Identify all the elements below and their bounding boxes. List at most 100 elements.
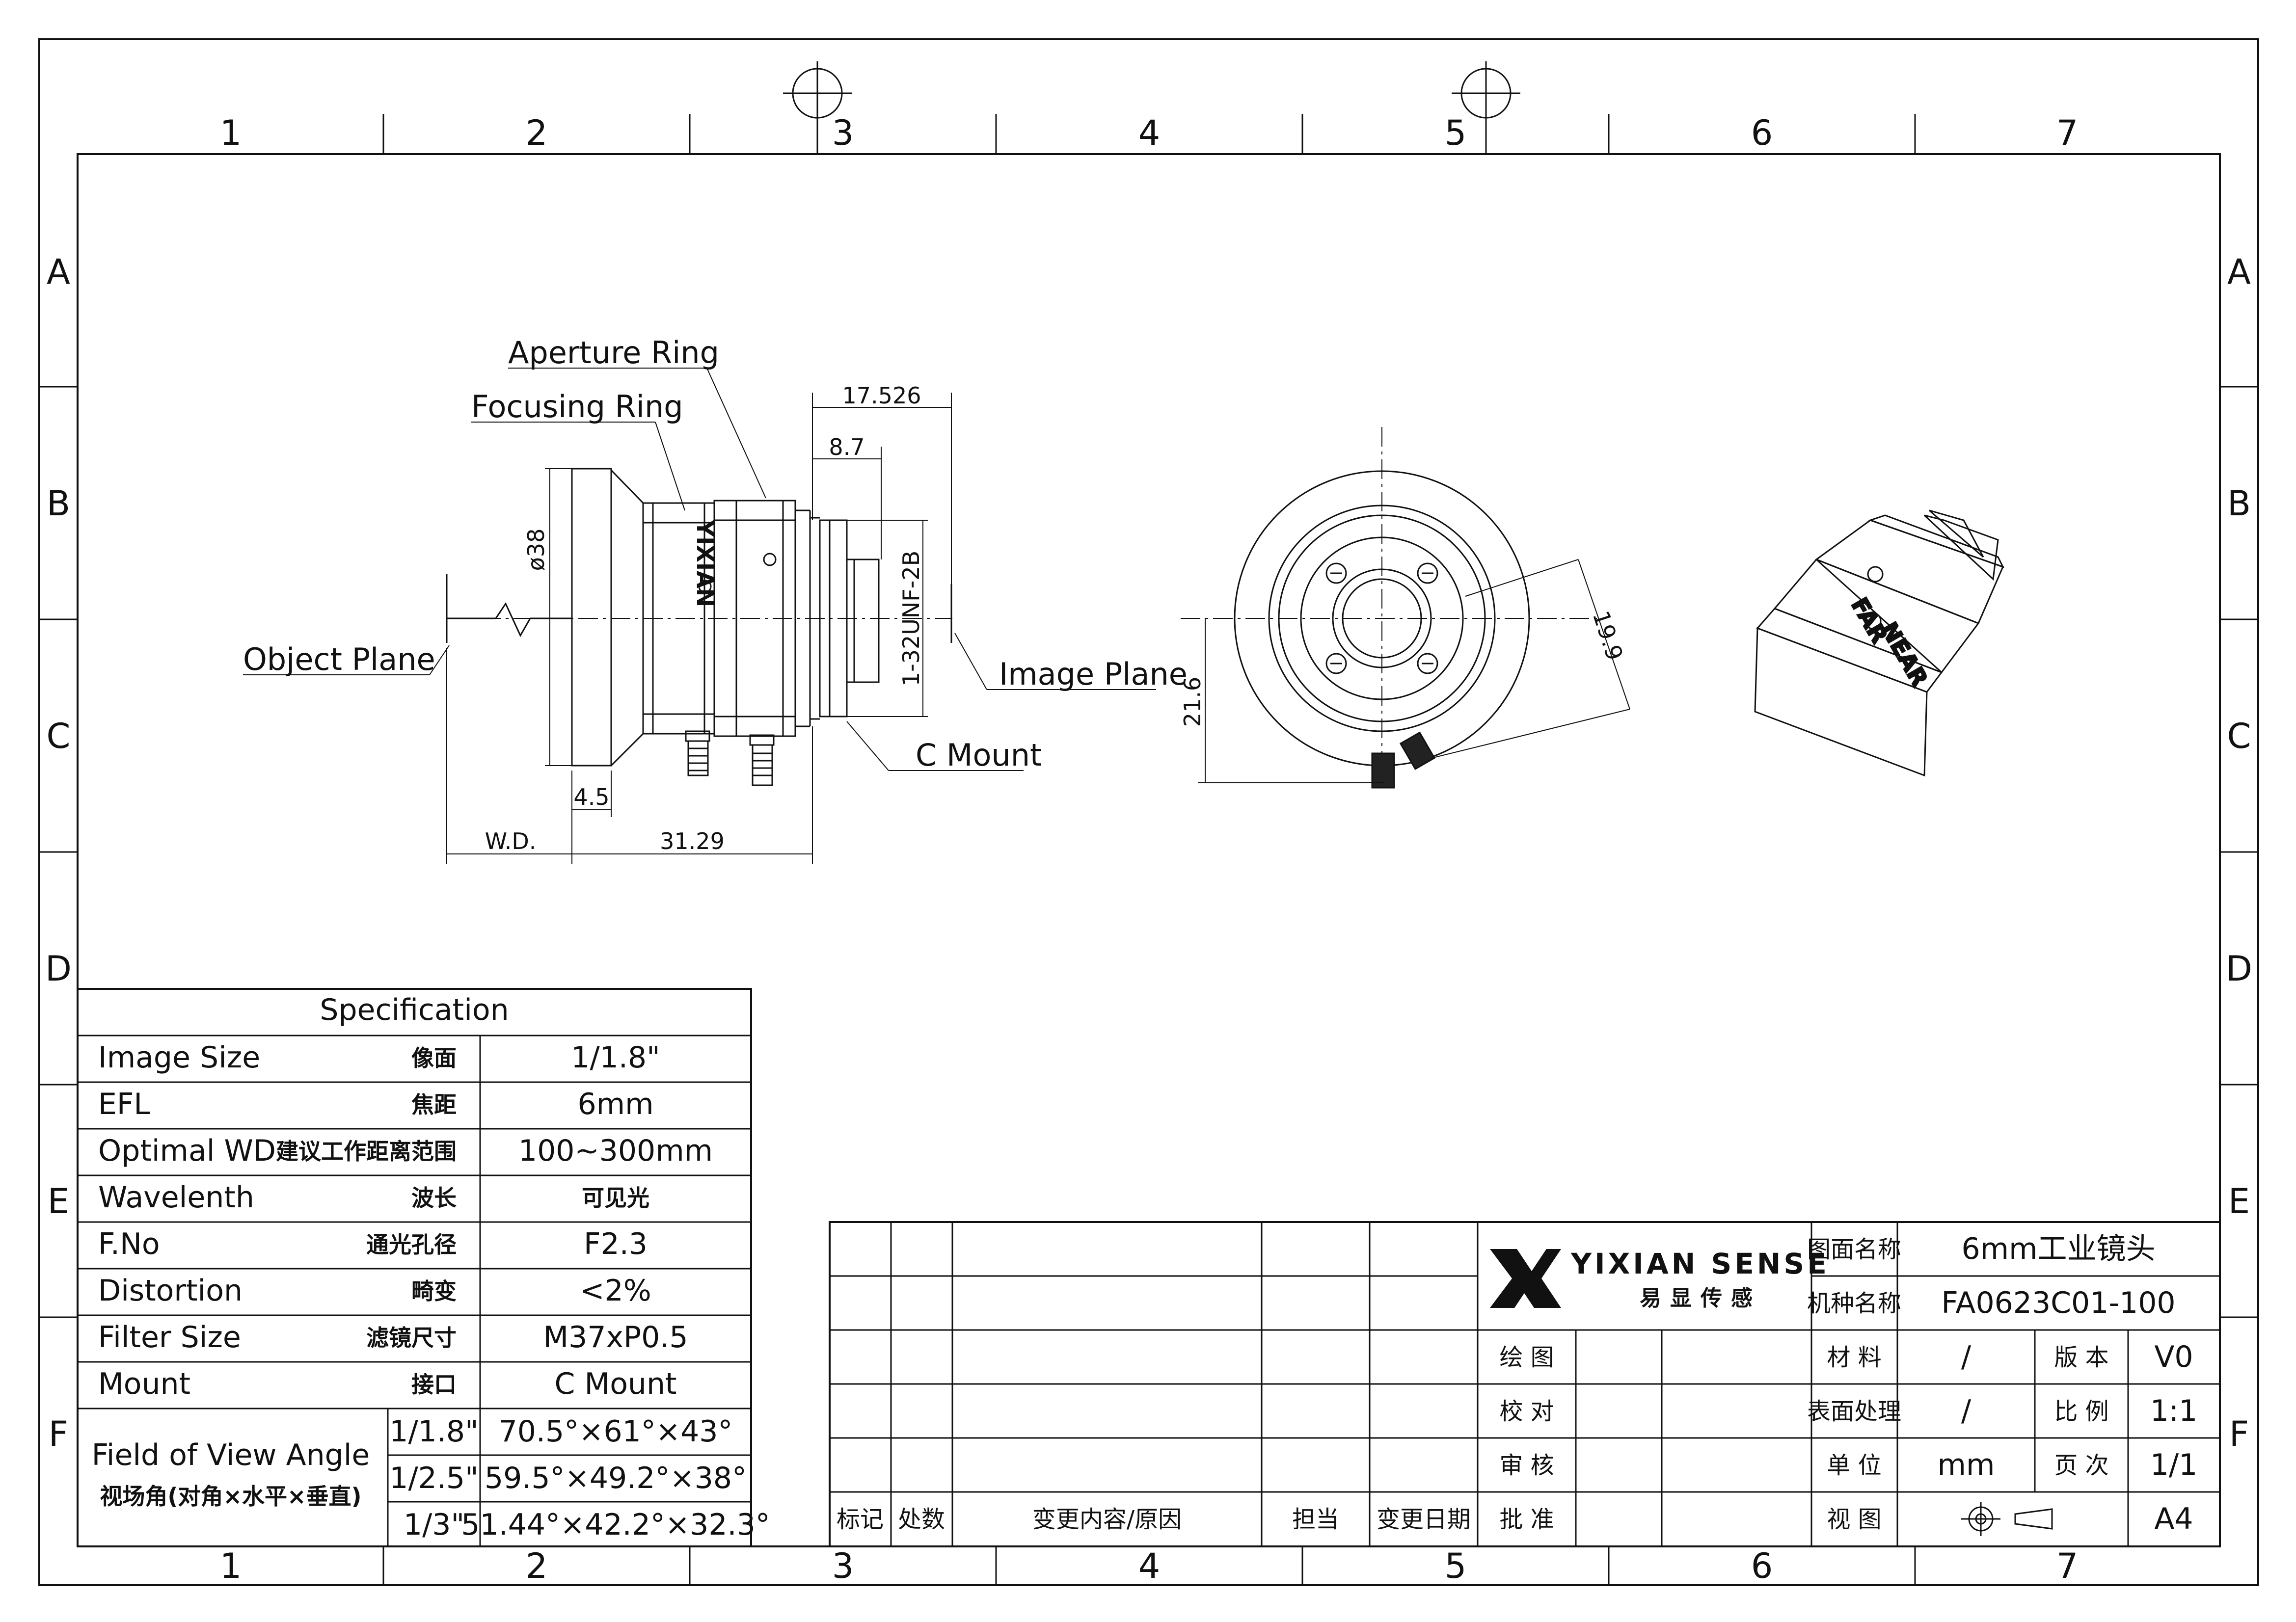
label-aperture-ring: Aperture Ring [508, 335, 719, 371]
dim-4-5: 4.5 [573, 784, 609, 810]
grid-row-d-left: D [45, 949, 72, 989]
spec-cn-fno: 通光孔径 [366, 1231, 457, 1258]
iso-near-engraving: NEAR [1875, 618, 1933, 691]
lens-rear-view: 21.6 19.9 [1179, 427, 1630, 789]
spec-cn-filter-size: 滤镜尺寸 [366, 1325, 457, 1351]
fov-value-1-3: 51.44°×42.2°×32.3° [461, 1508, 770, 1542]
material-value: / [1961, 1340, 1972, 1374]
grid-row-a-left: A [47, 252, 70, 292]
grid-row-d-right: D [2226, 949, 2252, 989]
grid-row-b-right: B [2227, 483, 2251, 524]
spec-value-optimal-wd: 100~300mm [518, 1134, 713, 1168]
dim-21-6: 21.6 [1179, 677, 1206, 727]
spec-cn-wavelength: 波长 [411, 1185, 457, 1211]
unit-label: 单 位 [1827, 1452, 1881, 1479]
fov-format-1-1-8: 1/1.8" [389, 1414, 478, 1449]
revision-headers: 标记 处数 变更内容/原因 担当 变更日期 [837, 1506, 1471, 1533]
view-label: 视 图 [1827, 1506, 1881, 1533]
version-label: 版 本 [2054, 1344, 2108, 1371]
grid-row-c-right: C [2227, 716, 2251, 756]
rev-header-mark: 标记 [837, 1506, 884, 1533]
spec-value-image-size: 1/1.8" [571, 1040, 660, 1075]
grid-col-4-top: 4 [1138, 113, 1161, 153]
centering-mark-left [783, 61, 852, 154]
page-label: 页 次 [2054, 1452, 2108, 1479]
grid-col-5-bottom: 5 [1445, 1546, 1467, 1586]
spec-cn-mount: 接口 [411, 1371, 457, 1398]
grid-col-1-top: 1 [220, 113, 242, 153]
mount-screws [1325, 562, 1438, 674]
label-c-mount: C Mount [916, 737, 1042, 773]
grid-col-2-top: 2 [526, 113, 548, 153]
model-label: 机种名称 [1807, 1290, 1901, 1317]
surface-value: / [1961, 1394, 1972, 1428]
rear-dimension-lines [1198, 559, 1630, 783]
logo-x-mark [1490, 1249, 1561, 1308]
spec-label-image-size: Image Size [98, 1040, 260, 1075]
specification-table: Specification Image Size 像面 1/1.8" EFL 焦… [77, 988, 770, 1547]
grid-row-f-right: F [2229, 1414, 2249, 1454]
rear-lock-screws [1371, 731, 1435, 789]
dim-17526: 17.526 [842, 382, 921, 409]
projection-symbol-icon [1961, 1502, 2053, 1536]
spec-label-mount: Mount [98, 1367, 190, 1401]
grid-col-2-bottom: 2 [526, 1546, 548, 1586]
logo-cn: 易显传感 [1640, 1286, 1761, 1311]
lens-brand-engraving: YIXIAN [692, 520, 718, 607]
label-image-plane: Image Plane [999, 656, 1188, 692]
centering-mark-right [1452, 61, 1520, 154]
grid-row-a-right: A [2227, 252, 2251, 292]
grid-col-4-bottom: 4 [1138, 1546, 1161, 1586]
spec-cn-efl: 焦距 [411, 1091, 457, 1118]
dim-thread-1-32unf: 1-32UNF-2B [898, 551, 924, 686]
rev-header-date: 变更日期 [1377, 1506, 1471, 1533]
paper-size-value: A4 [2154, 1502, 2193, 1536]
label-object-plane: Object Plane [243, 641, 435, 677]
dim-31-29: 31.29 [660, 828, 725, 854]
grid-col-3-top: 3 [832, 113, 854, 153]
drawing-frame [38, 38, 2259, 1586]
sign-row-check: 校 对 [1499, 1398, 1554, 1425]
company-logo: YIXIAN SENSE 易显传感 [1490, 1247, 1830, 1311]
spec-label-optimal-wd: Optimal WD [98, 1134, 276, 1168]
grid-row-b-left: B [47, 483, 70, 524]
version-value: V0 [2154, 1340, 2193, 1374]
rev-header-owner: 担当 [1292, 1506, 1339, 1533]
sign-row-review: 审 核 [1499, 1452, 1554, 1479]
grid-row-e-right: E [2228, 1181, 2250, 1222]
fov-value-1-2-5: 59.5°×49.2°×38° [485, 1461, 747, 1495]
object-plane-line [446, 574, 572, 643]
spec-label-distortion: Distortion [98, 1274, 243, 1308]
label-focusing-ring: Focusing Ring [471, 389, 683, 425]
drawing-name-value: 6mm工业镜头 [1961, 1232, 2155, 1266]
lock-screws [685, 730, 775, 786]
spec-label-wavelength: Wavelenth [98, 1180, 254, 1215]
model-value: FA0623C01-100 [1941, 1286, 2175, 1320]
grid-col-7-bottom: 7 [2056, 1546, 2079, 1586]
spec-value-filter-size: M37xP0.5 [543, 1320, 688, 1355]
grid-row-c-left: C [47, 716, 71, 756]
dim-diameter-38: ø38 [523, 529, 549, 571]
spec-value-distortion: <2% [580, 1274, 651, 1308]
grid-col-6-bottom: 6 [1751, 1546, 1773, 1586]
fov-format-1-2-5: 1/2.5" [389, 1461, 478, 1495]
fov-value-1-1-8: 70.5°×61°×43° [499, 1414, 733, 1449]
spec-title: Specification [320, 993, 509, 1027]
spec-cn-distortion: 畸变 [411, 1278, 457, 1304]
logo-name: YIXIAN SENSE [1570, 1247, 1830, 1280]
spec-cn-fov: 视场角(对角×水平×垂直) [100, 1483, 361, 1510]
rev-header-content: 变更内容/原因 [1032, 1506, 1182, 1533]
dim-8-7: 8.7 [829, 434, 864, 460]
grid-col-1-bottom: 1 [220, 1546, 242, 1586]
rev-header-count: 处数 [898, 1506, 945, 1533]
drawing-name-label: 图面名称 [1807, 1236, 1901, 1263]
spec-label-fno: F.No [98, 1227, 160, 1261]
spec-cn-image-size: 像面 [411, 1045, 457, 1071]
grid-row-f-left: F [49, 1414, 68, 1454]
dimension-lines [243, 368, 1156, 864]
surface-label: 表面处理 [1807, 1398, 1901, 1425]
scale-value: 1:1 [2150, 1394, 2198, 1428]
unit-value: mm [1938, 1448, 1995, 1482]
grid-col-7-top: 7 [2056, 113, 2079, 153]
